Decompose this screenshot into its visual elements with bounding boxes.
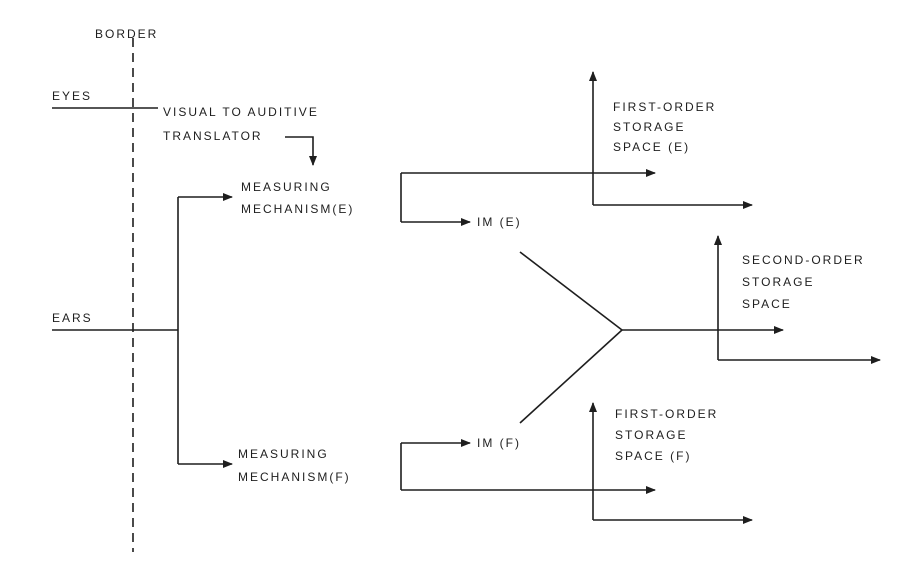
- storage-f-line2: STORAGE: [615, 428, 688, 442]
- measuring-e-line1: MEASURING: [241, 180, 332, 194]
- measuring-f-line2: MECHANISM(F): [238, 470, 351, 484]
- measuring-f-line1: MEASURING: [238, 447, 329, 461]
- storage-f-line3: SPACE (F): [615, 449, 692, 463]
- storage-e-line3: SPACE (E): [613, 140, 691, 154]
- ears-label: EARS: [52, 311, 93, 325]
- storage-second-line1: SECOND-ORDER: [742, 253, 865, 267]
- eyes-label: EYES: [52, 89, 93, 103]
- translator-label-line1: VISUAL TO AUDITIVE: [163, 105, 319, 119]
- im-e-label: IM (E): [477, 215, 522, 229]
- im-f-to-junction: [519, 329, 623, 424]
- storage-second-line2: STORAGE: [742, 275, 815, 289]
- translator-arrow: [285, 136, 317, 166]
- storage-e-line2: STORAGE: [613, 120, 686, 134]
- storage-f-line1: FIRST-ORDER: [615, 407, 719, 421]
- im-e-to-junction: [519, 251, 623, 331]
- measuring-e-line2: MECHANISM(E): [241, 202, 355, 216]
- storage-second-line3: SPACE: [742, 297, 792, 311]
- translator-label-line2: TRANSLATOR: [163, 129, 263, 143]
- border-label: BORDER: [95, 27, 159, 41]
- im-f-label: IM (F): [477, 436, 521, 450]
- storage-e-line1: FIRST-ORDER: [613, 100, 717, 114]
